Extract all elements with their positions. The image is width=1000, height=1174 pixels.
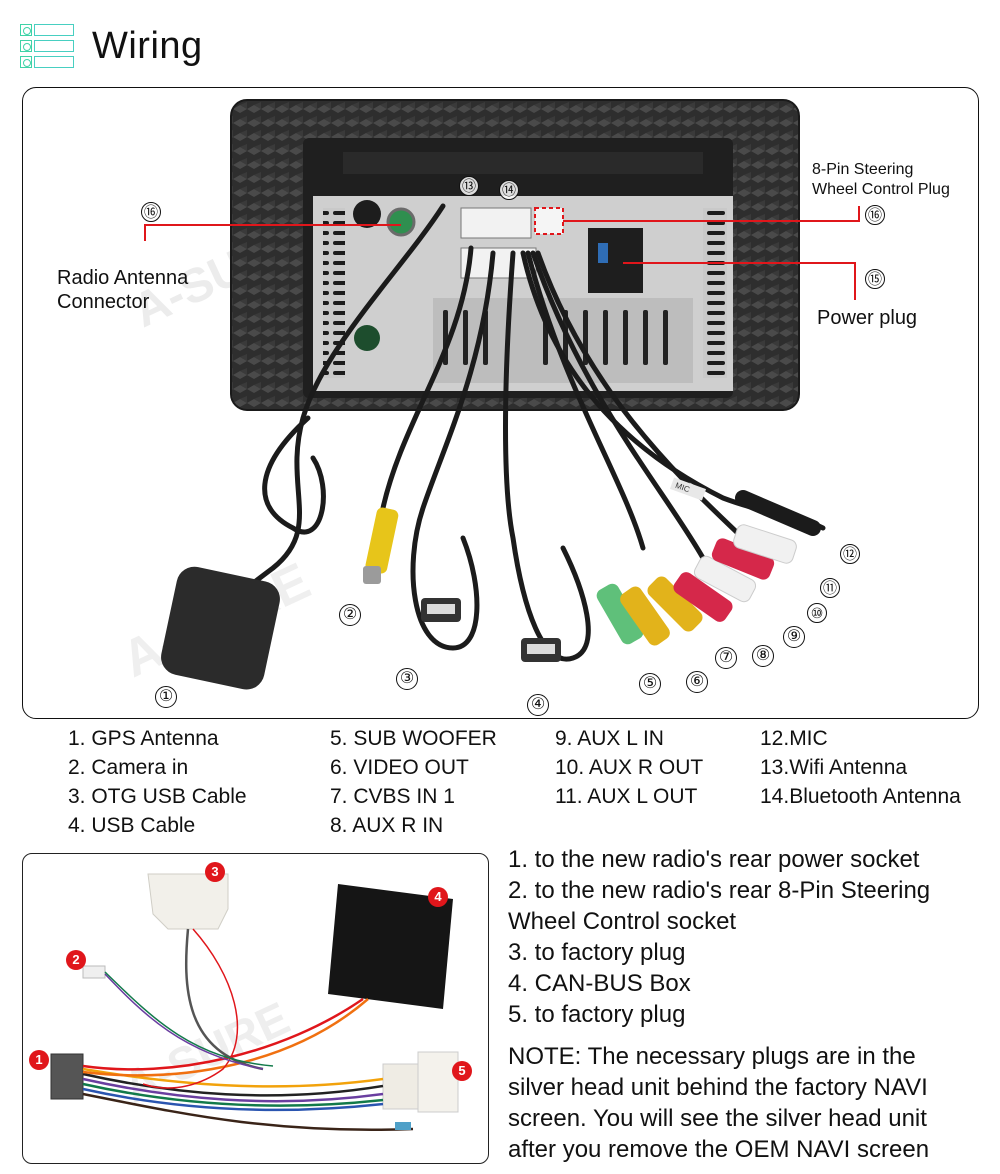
legend-column-1: 1. GPS Antenna 2. Camera in 3. OTG USB C… — [68, 724, 247, 840]
harness-item: Wheel Control socket — [508, 908, 737, 935]
harness-wires — [82, 928, 414, 1132]
legend-item: 3. OTG USB Cable — [68, 785, 247, 808]
gps-antenna-puck — [161, 566, 280, 690]
harness-item: 3. to factory plug — [508, 939, 686, 966]
steering-connector-2 — [82, 965, 106, 979]
radio-antenna-socket — [386, 207, 416, 237]
steering-callout-line — [563, 206, 860, 222]
note-line: NOTE: The necessary plugs are in the — [508, 1043, 916, 1070]
installation-note: NOTE: The necessary plugs are in the sil… — [508, 1041, 988, 1165]
legend-item: 11. AUX L OUT — [555, 785, 698, 808]
power-callout-line — [623, 262, 856, 300]
marker-10: ⑩ — [807, 603, 827, 623]
marker-4: ④ — [527, 694, 549, 716]
steering-plug-label: 8-Pin Steering Wheel Control Plug — [812, 161, 950, 198]
harness-marker-5: 5 — [452, 1061, 472, 1081]
power-plug-label: Power plug — [817, 307, 918, 329]
harness-marker-3: 3 — [205, 862, 225, 882]
legend-item: 8. AUX R IN — [330, 814, 444, 837]
marker-8: ⑧ — [752, 645, 774, 667]
page-title: Wiring — [92, 24, 203, 67]
marker-14: ⑭ — [499, 180, 519, 200]
marker-13: ⑬ — [459, 176, 479, 196]
harness-photo: A-SURE — [50, 873, 459, 1132]
marker-9: ⑨ — [783, 626, 805, 648]
marker-5: ⑤ — [639, 673, 661, 695]
radio-antenna-label: Radio Antenna Connector — [57, 267, 189, 313]
legend-item: 12.MIC — [760, 727, 828, 750]
marker-16-steering: ⑯ — [865, 205, 885, 225]
legend-column-3: 9. AUX L IN 10. AUX R OUT 11. AUX L OUT — [555, 724, 703, 811]
harness-description-list: 1. to the new radio's rear power socket … — [508, 844, 930, 1030]
harness-photo-frame: A-SURE 3 4 2 1 5 — [22, 853, 489, 1164]
marker-12: ⑫ — [840, 544, 860, 564]
legend-item: 10. AUX R OUT — [555, 756, 704, 779]
marker-11: ⑪ — [820, 578, 840, 598]
harness-marker-4: 4 — [428, 887, 448, 907]
marker-2: ② — [339, 604, 361, 626]
marker-3: ③ — [396, 668, 418, 690]
power-connector-1 — [50, 1053, 84, 1100]
harness-marker-2: 2 — [66, 950, 86, 970]
head-unit-photo-frame: A-SURE A-SURE — [22, 87, 979, 719]
radio-antenna-callout-line — [144, 224, 401, 241]
legend-item: 13.Wifi Antenna — [760, 756, 908, 779]
marker-1: ① — [155, 686, 177, 708]
rca-plugs — [596, 524, 797, 646]
marker-15-power: ⑮ — [865, 269, 885, 289]
harness-item: 2. to the new radio's rear 8-Pin Steerin… — [508, 877, 931, 904]
marker-7: ⑦ — [715, 647, 737, 669]
head-unit-photo: A-SURE A-SURE — [114, 99, 860, 690]
note-line: screen. You will see the silver head uni… — [508, 1105, 927, 1132]
list-icon — [20, 24, 74, 68]
gps-socket — [353, 200, 381, 228]
legend-item: 7. CVBS IN 1 — [330, 785, 455, 808]
camera-rca-plug — [365, 507, 399, 574]
harness-marker-1: 1 — [29, 1050, 49, 1070]
harness-item: 5. to factory plug — [508, 1001, 686, 1028]
power-socket — [588, 228, 643, 293]
marker-16-antenna: ⑯ — [141, 202, 161, 222]
legend-item: 6. VIDEO OUT — [330, 756, 469, 779]
legend-item: 2. Camera in — [68, 756, 189, 779]
legend-item: 14.Bluetooth Antenna — [760, 785, 961, 808]
legend-item: 4. USB Cable — [68, 814, 196, 837]
note-line: silver head unit behind the factory NAVI — [508, 1074, 928, 1101]
steering-socket — [534, 207, 564, 235]
harness-item: 4. CAN-BUS Box — [508, 970, 691, 997]
legend-item: 1. GPS Antenna — [68, 727, 219, 750]
legend-item: 9. AUX L IN — [555, 727, 664, 750]
can-bus-box — [328, 884, 453, 1009]
legend-column-2: 5. SUB WOOFER 6. VIDEO OUT 7. CVBS IN 1 … — [330, 724, 497, 840]
marker-6: ⑥ — [686, 671, 708, 693]
factory-plug-3 — [147, 873, 229, 930]
page-header: Wiring — [20, 22, 203, 70]
legend-item: 5. SUB WOOFER — [330, 727, 497, 750]
legend-column-4: 12.MIC 13.Wifi Antenna 14.Bluetooth Ante… — [760, 724, 961, 811]
note-line: after you remove the OEM NAVI screen — [508, 1136, 930, 1163]
harness-item: 1. to the new radio's rear power socket — [508, 846, 920, 873]
